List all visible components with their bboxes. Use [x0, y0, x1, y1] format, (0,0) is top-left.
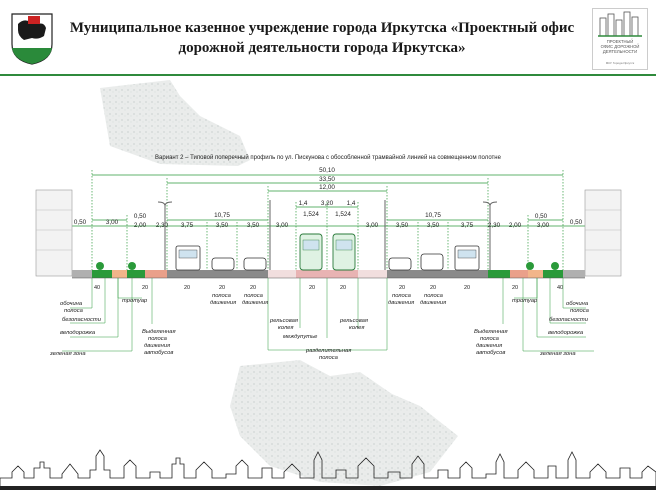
dim-right-f: 3,75: [461, 222, 474, 229]
label-right-bus-3: движения: [476, 343, 502, 349]
road-surface: [72, 270, 585, 279]
vehicles: [175, 233, 480, 271]
slope-edge-left: 40: [94, 285, 100, 291]
dim-left-d: 2,00: [134, 222, 147, 229]
header: Муниципальное казенное учреждение города…: [0, 0, 656, 72]
label-rail-right-2: колея: [349, 325, 364, 331]
slope-edge-right: 40: [557, 285, 563, 291]
green-shrubs: [96, 262, 559, 270]
dim-left-c: 0,50: [134, 213, 147, 220]
label-right-lane1-a: полоса: [392, 293, 412, 299]
logo-text-4: МКУ Города Иркутск: [606, 61, 635, 65]
dim-left-b: 3,00: [106, 219, 119, 226]
label-left-bus-3: движения: [144, 343, 170, 349]
label-left-sidewalk: тротуар: [122, 298, 148, 304]
label-right-safety: безопасности: [549, 317, 589, 323]
label-divider-2: полоса: [319, 355, 339, 361]
label-left-lane1-b: движения: [210, 300, 236, 306]
label-left-bus-2: полоса: [148, 336, 168, 342]
dim-left-h: 3,50: [216, 222, 229, 229]
cross-section-diagram: Вариант 2 – Типовой поперечный профиль п…: [35, 154, 622, 361]
dim-left-a: 0,50: [74, 219, 87, 226]
background-map: [100, 80, 458, 486]
slope-left-2: 20: [184, 285, 190, 291]
label-right-bus-2: полоса: [480, 336, 500, 342]
label-left-lane1-a: полоса: [212, 293, 232, 299]
building-left: [35, 189, 73, 277]
label-right-lane1-b: движения: [388, 300, 414, 306]
dim-left-f: 3,75: [181, 222, 194, 229]
logo-text-3: ДЕЯТЕЛЬНОСТИ: [603, 49, 637, 54]
label-rail-right-1: рельсовая: [339, 318, 368, 324]
title-line-2: дорожной деятельности города Иркутска»: [178, 40, 466, 56]
dim-center: 12,00: [319, 184, 335, 191]
label-left-green: зеленая зона: [49, 351, 86, 357]
project-office-logo-icon: ПРОЕКТНЫЙ ОФИС ДОРОЖНОЙ ДЕЯТЕЛЬНОСТИ МКУ…: [592, 8, 648, 70]
slope-right-3: 20: [464, 285, 470, 291]
label-left-lane2-a: полоса: [244, 293, 264, 299]
dim-right-i: 3,50: [396, 222, 409, 229]
slope-left-3: 20: [219, 285, 225, 291]
dim-left-j: 3,00: [276, 222, 289, 229]
dim-right-d: 2,00: [509, 222, 522, 229]
label-right-sidewalk: тротуар: [512, 298, 538, 304]
dimension-lines: [72, 170, 585, 275]
dim-right-a: 0,50: [570, 219, 583, 226]
label-right-lane2-a: полоса: [424, 293, 444, 299]
label-left-bus-4: автобусов: [144, 350, 173, 356]
label-right-lane2-b: движения: [420, 300, 446, 306]
dim-tram-right: 1,4: [347, 200, 356, 207]
leader-lines: [62, 278, 594, 352]
building-right: [584, 189, 622, 277]
label-left-bus-1: Выделенная: [142, 329, 176, 335]
label-rail-left-2: колея: [278, 325, 293, 331]
dim-carriage: 33,50: [319, 176, 335, 183]
dim-left-e: 2,30: [156, 222, 169, 229]
dim-left-g: 10,75: [214, 212, 230, 219]
dim-right-j: 3,00: [366, 222, 379, 229]
page-title: Муниципальное казенное учреждение города…: [62, 18, 582, 58]
label-right-green: зеленая зона: [539, 351, 576, 357]
logo-text-1: ПРОЕКТНЫЙ: [607, 39, 634, 44]
dim-left-i: 3,50: [247, 222, 260, 229]
dim-right-h: 3,50: [427, 222, 440, 229]
label-right-shoulder-2: полоса: [570, 308, 590, 314]
dim-right-c: 0,50: [535, 213, 548, 220]
logo-text-2: ОФИС ДОРОЖНОЙ: [601, 44, 640, 49]
slope-right-1: 20: [399, 285, 405, 291]
dim-rail-right: 1,524: [335, 211, 351, 218]
slope-tram-right: 20: [340, 285, 346, 291]
label-between: междупутье: [283, 334, 318, 340]
label-left-bike: велодорожка: [60, 330, 96, 336]
slope-tram-left: 20: [309, 285, 315, 291]
dim-right-b: 3,00: [537, 222, 550, 229]
dim-right-e: 2,30: [488, 222, 501, 229]
lamp-posts: [157, 200, 498, 270]
slope-left-4: 20: [250, 285, 256, 291]
header-divider: [0, 74, 656, 76]
dim-tram-left: 1,4: [299, 200, 308, 207]
label-divider-1: разделительная: [305, 348, 351, 354]
dim-right-g: 10,75: [425, 212, 441, 219]
label-right-shoulder-1: обочина: [566, 301, 589, 307]
label-right-bus-4: автобусов: [476, 350, 505, 356]
title-line-1: Муниципальное казенное учреждение города…: [69, 20, 575, 36]
label-left-shoulder-2: полоса: [64, 308, 84, 314]
label-right-bus-1: Выделенная: [474, 329, 508, 335]
dim-tram-inner: 3,20: [321, 200, 334, 207]
irkutsk-coat-of-arms-icon: [11, 13, 53, 65]
city-skyline-decoration: [0, 449, 656, 490]
dim-total: 50,10: [319, 167, 335, 174]
label-left-safety: безопасности: [62, 317, 102, 323]
slope-right-4: 20: [512, 285, 518, 291]
label-left-shoulder-1: обочина: [60, 301, 83, 307]
dim-rail-left: 1,524: [303, 211, 319, 218]
diagram-caption: Вариант 2 – Типовой поперечный профиль п…: [155, 154, 502, 161]
slope-left-1: 20: [142, 285, 148, 291]
label-rail-left-1: рельсовая: [269, 318, 298, 324]
label-right-bike: велодорожка: [548, 330, 584, 336]
slope-right-2: 20: [430, 285, 436, 291]
label-left-lane2-b: движения: [242, 300, 268, 306]
